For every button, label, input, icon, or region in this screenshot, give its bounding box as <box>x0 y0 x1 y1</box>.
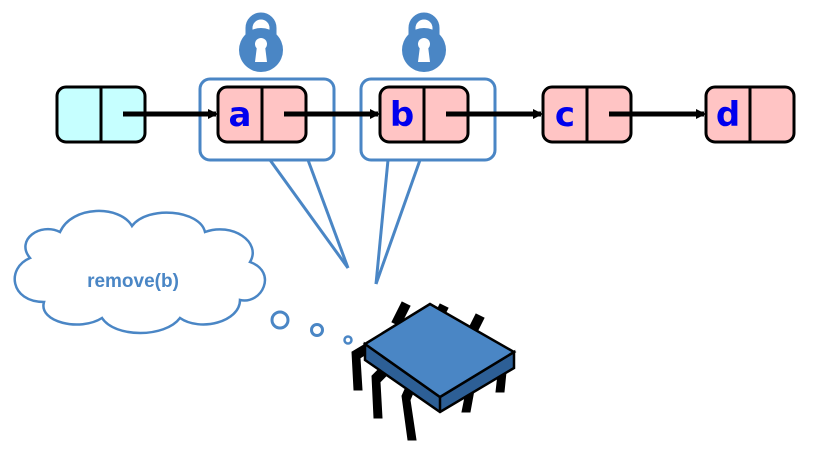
thought-bubble-large <box>270 310 290 330</box>
thought-cloud-icon: remove(b) <box>13 209 267 335</box>
lock-highlight-b <box>359 77 497 285</box>
padlock-icon <box>239 12 283 72</box>
lock-highlight-a <box>198 77 350 269</box>
node-label: d <box>716 95 740 135</box>
padlock-icon <box>402 12 446 72</box>
thought-text: remove(b) <box>87 271 179 292</box>
cpu-chip-icon <box>351 301 517 441</box>
list-node-b: b <box>378 85 470 144</box>
list-node-a: a <box>216 85 308 144</box>
node-label: b <box>390 95 414 135</box>
thought-bubble-medium <box>310 323 324 337</box>
node-label: a <box>229 95 252 135</box>
thought-bubble-small <box>343 335 353 345</box>
node-label: c <box>555 95 575 135</box>
list-node-d: d <box>704 85 796 144</box>
